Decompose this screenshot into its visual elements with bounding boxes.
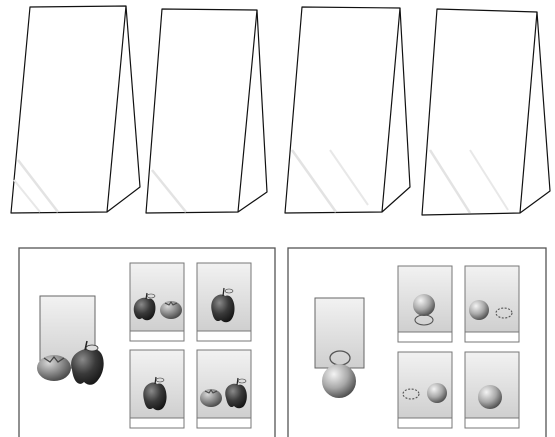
fruit-small-card-4: [197, 350, 251, 428]
tomato-icon: [160, 301, 182, 319]
fruit-small-card-2: [197, 263, 251, 341]
tent-card-3: [285, 7, 410, 213]
ball-icon: [322, 364, 356, 398]
fruit-large-card: [37, 296, 104, 385]
ball-small-card-2: [465, 266, 519, 342]
ball-small-card-4: [465, 352, 519, 428]
ball-small-card-3: [398, 352, 452, 428]
tomato-icon: [200, 389, 222, 407]
ball-large-card: [315, 298, 364, 398]
ball-icon: [478, 385, 502, 409]
ball-icon: [427, 383, 447, 403]
fruit-small-card-1: [130, 263, 184, 341]
tomato-icon: [37, 355, 71, 381]
fruit-panel: [37, 263, 251, 428]
tent-card-4: [422, 9, 550, 215]
ball-small-card-1: [398, 266, 452, 342]
ball-icon: [469, 300, 489, 320]
ball-icon: [413, 294, 435, 316]
fruit-small-card-3: [130, 350, 184, 428]
tent-card-2: [146, 9, 267, 213]
ball-panel: [315, 266, 519, 428]
tent-card-1: [11, 6, 140, 213]
